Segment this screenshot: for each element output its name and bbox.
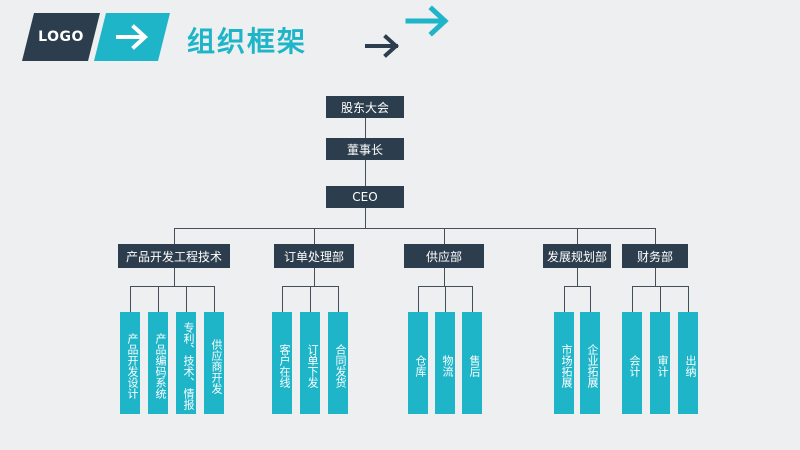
connector-line — [174, 228, 655, 229]
department-node: 发展规划部 — [543, 244, 611, 268]
department-node: 订单处理部 — [274, 244, 354, 268]
sub-department: 合同发货 — [328, 312, 348, 414]
connector-line — [688, 286, 689, 312]
connector-line — [214, 286, 215, 312]
arrow-right-icon — [365, 34, 399, 58]
connector-line — [564, 286, 565, 312]
connector-line — [444, 228, 445, 244]
connector-line — [174, 268, 175, 286]
connector-line — [174, 228, 175, 244]
sub-department: 仓库 — [408, 312, 428, 414]
top-node: 股东大会 — [326, 96, 404, 118]
connector-line — [314, 268, 315, 286]
logo: LOGO — [22, 13, 100, 61]
arrow-right-icon — [94, 13, 170, 61]
connector-line — [130, 286, 131, 312]
sub-department: 订单下发 — [300, 312, 320, 414]
top-node: 董事长 — [326, 138, 404, 160]
sub-department: 物流 — [435, 312, 455, 414]
logo-label: LOGO — [38, 29, 84, 45]
sub-department: 产品开发设计 — [120, 312, 140, 414]
sub-department: 产品编码系统 — [148, 312, 168, 414]
connector-line — [365, 160, 366, 186]
connector-line — [444, 268, 445, 286]
connector-line — [632, 286, 633, 312]
sub-department: 售后 — [462, 312, 482, 414]
department-node: 供应部 — [404, 244, 484, 268]
connector-line — [655, 268, 656, 286]
connector-line — [577, 268, 578, 286]
connector-line — [590, 286, 591, 312]
connector-line — [310, 286, 311, 312]
department-node: 财务部 — [622, 244, 688, 268]
connector-line — [472, 286, 473, 312]
sub-department: 客户在线 — [272, 312, 292, 414]
sub-department: 供应商开发 — [204, 312, 224, 414]
sub-department: 会计 — [622, 312, 642, 414]
connector-line — [338, 286, 339, 312]
connector-line — [365, 118, 366, 138]
page-title: 组织框架 — [187, 25, 308, 58]
arrow-right-icon — [405, 5, 449, 37]
header-arrow-block — [94, 13, 170, 61]
connector-line — [130, 286, 214, 287]
connector-line — [577, 228, 578, 244]
connector-line — [660, 286, 661, 312]
connector-line — [282, 286, 283, 312]
sub-department: 专利、技术、情报 — [176, 312, 196, 414]
sub-department: 市场拓展 — [554, 312, 574, 414]
sub-department: 企业拓展 — [580, 312, 600, 414]
connector-line — [445, 286, 446, 312]
connector-line — [418, 286, 419, 312]
department-node: 产品开发工程技术 — [118, 244, 230, 268]
connector-line — [186, 286, 187, 312]
sub-department: 审计 — [650, 312, 670, 414]
connector-line — [365, 208, 366, 228]
connector-line — [655, 228, 656, 244]
connector-line — [314, 228, 315, 244]
connector-line — [564, 286, 590, 287]
connector-line — [158, 286, 159, 312]
top-node: CEO — [326, 186, 404, 208]
sub-department: 出纳 — [678, 312, 698, 414]
